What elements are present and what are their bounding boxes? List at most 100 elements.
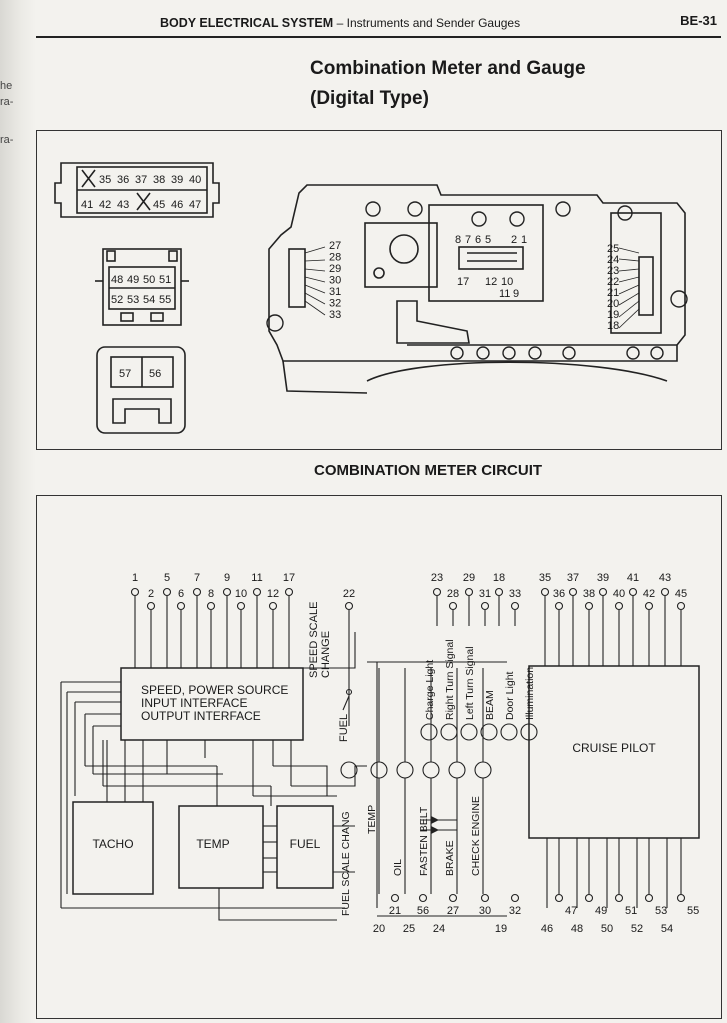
connector-pin-label: 52 bbox=[111, 294, 123, 306]
connector-pin-label: 38 bbox=[153, 174, 165, 186]
circuit-pin-label: 22 bbox=[343, 588, 355, 600]
pin-terminal bbox=[222, 587, 232, 597]
lamp-indicator bbox=[448, 761, 466, 779]
circuit-pin-label: 39 bbox=[597, 572, 609, 584]
indicator-label: Charge Light bbox=[424, 660, 436, 720]
connector-pin-label: 54 bbox=[143, 294, 155, 306]
pin-terminal bbox=[480, 893, 490, 903]
indicator-label: BRAKE bbox=[444, 840, 456, 876]
page-header: BODY ELECTRICAL SYSTEM – Instruments and… bbox=[36, 10, 721, 38]
pin-terminal bbox=[390, 893, 400, 903]
connector-pin-label: 57 bbox=[119, 368, 131, 380]
circuit-pin-label: 49 bbox=[595, 905, 607, 917]
circuit-pin-label: 23 bbox=[431, 572, 443, 584]
speed-scale-label: CHANGE bbox=[320, 631, 332, 678]
title-line-1: Combination Meter and Gauge bbox=[310, 58, 586, 79]
temp-label: TEMP bbox=[196, 837, 229, 851]
lamp-indicator bbox=[440, 723, 458, 741]
tacho-label: TACHO bbox=[92, 837, 133, 851]
pin-terminal bbox=[432, 587, 442, 597]
indicator-label: FASTEN BELT bbox=[418, 806, 430, 876]
pin-terminal bbox=[162, 587, 172, 597]
lamp-indicator bbox=[370, 761, 388, 779]
circuit-pin-label: 25 bbox=[403, 923, 415, 935]
circuit-pin-label: 30 bbox=[479, 905, 491, 917]
connector-pin-label: 40 bbox=[189, 174, 201, 186]
meter-pin-label: 22 bbox=[607, 276, 619, 288]
pin-terminal bbox=[464, 587, 474, 597]
meter-pin-label: 1 bbox=[521, 234, 527, 246]
fuel-block bbox=[276, 805, 334, 889]
circuit-pin-label: 51 bbox=[625, 905, 637, 917]
indicator-label: OIL bbox=[392, 859, 404, 876]
meter-pin-label: 9 bbox=[513, 288, 519, 300]
interface-label: INPUT INTERFACE bbox=[141, 696, 247, 710]
lamp-fuel bbox=[340, 761, 358, 779]
circuit-pin-label: 21 bbox=[389, 905, 401, 917]
circuit-pin-label: 19 bbox=[495, 923, 507, 935]
circuit-pin-label: 28 bbox=[447, 588, 459, 600]
lamp-indicator bbox=[474, 761, 492, 779]
meter-pin-label: 24 bbox=[607, 254, 619, 266]
pin-terminal bbox=[448, 893, 458, 903]
meter-pin-label: 21 bbox=[607, 287, 619, 299]
interface-label: SPEED, POWER SOURCE bbox=[141, 683, 288, 697]
meter-pin-label: 2 bbox=[511, 234, 517, 246]
page-number: BE-31 bbox=[680, 13, 717, 28]
section-name: BODY ELECTRICAL SYSTEM bbox=[160, 16, 334, 30]
connector-pin-label: 56 bbox=[149, 368, 161, 380]
meter-pin-label: 18 bbox=[607, 320, 619, 332]
meter-pin-label: 10 bbox=[501, 276, 513, 288]
indicator-label: Illumination bbox=[524, 667, 536, 720]
pin-terminal bbox=[540, 587, 550, 597]
circuit-pin-label: 18 bbox=[493, 572, 505, 584]
pin-terminal bbox=[206, 601, 216, 611]
connector-pin-label: 41 bbox=[81, 199, 93, 211]
pin-terminal bbox=[644, 893, 654, 903]
circuit-pin-label: 47 bbox=[565, 905, 577, 917]
circuit-pin-label: 52 bbox=[631, 923, 643, 935]
circuit-pin-label: 10 bbox=[235, 588, 247, 600]
circuit-pin-label: 48 bbox=[571, 923, 583, 935]
connector-pin-label: 42 bbox=[99, 199, 111, 211]
indicator-label: Left Turn Signal bbox=[464, 646, 476, 720]
page-binding-shadow bbox=[0, 0, 36, 1023]
circuit-pin-label: 1 bbox=[132, 572, 138, 584]
lamp-indicator bbox=[460, 723, 478, 741]
circuit-pin-label: 54 bbox=[661, 923, 673, 935]
pin-terminal bbox=[614, 601, 624, 611]
pin-terminal bbox=[344, 601, 354, 611]
meter-pin-label: 12 bbox=[485, 276, 497, 288]
pin-terminal bbox=[584, 601, 594, 611]
circuit-pin-label: 27 bbox=[447, 905, 459, 917]
fuel-label: FUEL bbox=[290, 837, 321, 851]
connector-pin-label: 55 bbox=[159, 294, 171, 306]
speed-scale-label: SPEED SCALE bbox=[308, 602, 320, 678]
indicator-label: CHECK ENGINE bbox=[470, 796, 482, 876]
meter-pin-label: 5 bbox=[485, 234, 491, 246]
edge-fragment-2: ra- bbox=[0, 96, 14, 108]
meter-pin-label: 30 bbox=[329, 275, 341, 287]
circuit-pin-label: 9 bbox=[224, 572, 230, 584]
indicator-label: TEMP bbox=[366, 805, 378, 834]
pin-terminal bbox=[676, 893, 686, 903]
connector-pin-label: 43 bbox=[117, 199, 129, 211]
circuit-pin-label: 43 bbox=[659, 572, 671, 584]
connector-pin-label: 45 bbox=[153, 199, 165, 211]
cruise-pilot-block bbox=[528, 665, 700, 839]
switch-contact bbox=[345, 688, 353, 696]
pin-terminal bbox=[418, 893, 428, 903]
pin-terminal bbox=[510, 893, 520, 903]
circuit-pin-label: 45 bbox=[675, 588, 687, 600]
pin-terminal bbox=[494, 587, 504, 597]
circuit-pin-label: 46 bbox=[541, 923, 553, 935]
meter-pin-label: 25 bbox=[607, 243, 619, 255]
pin-terminal bbox=[554, 893, 564, 903]
circuit-pin-label: 41 bbox=[627, 572, 639, 584]
title-line-2: (Digital Type) bbox=[310, 88, 429, 109]
edge-fragment-3: ra- bbox=[0, 134, 14, 146]
connector-pin-label: 47 bbox=[189, 199, 201, 211]
temp-block bbox=[178, 805, 264, 889]
